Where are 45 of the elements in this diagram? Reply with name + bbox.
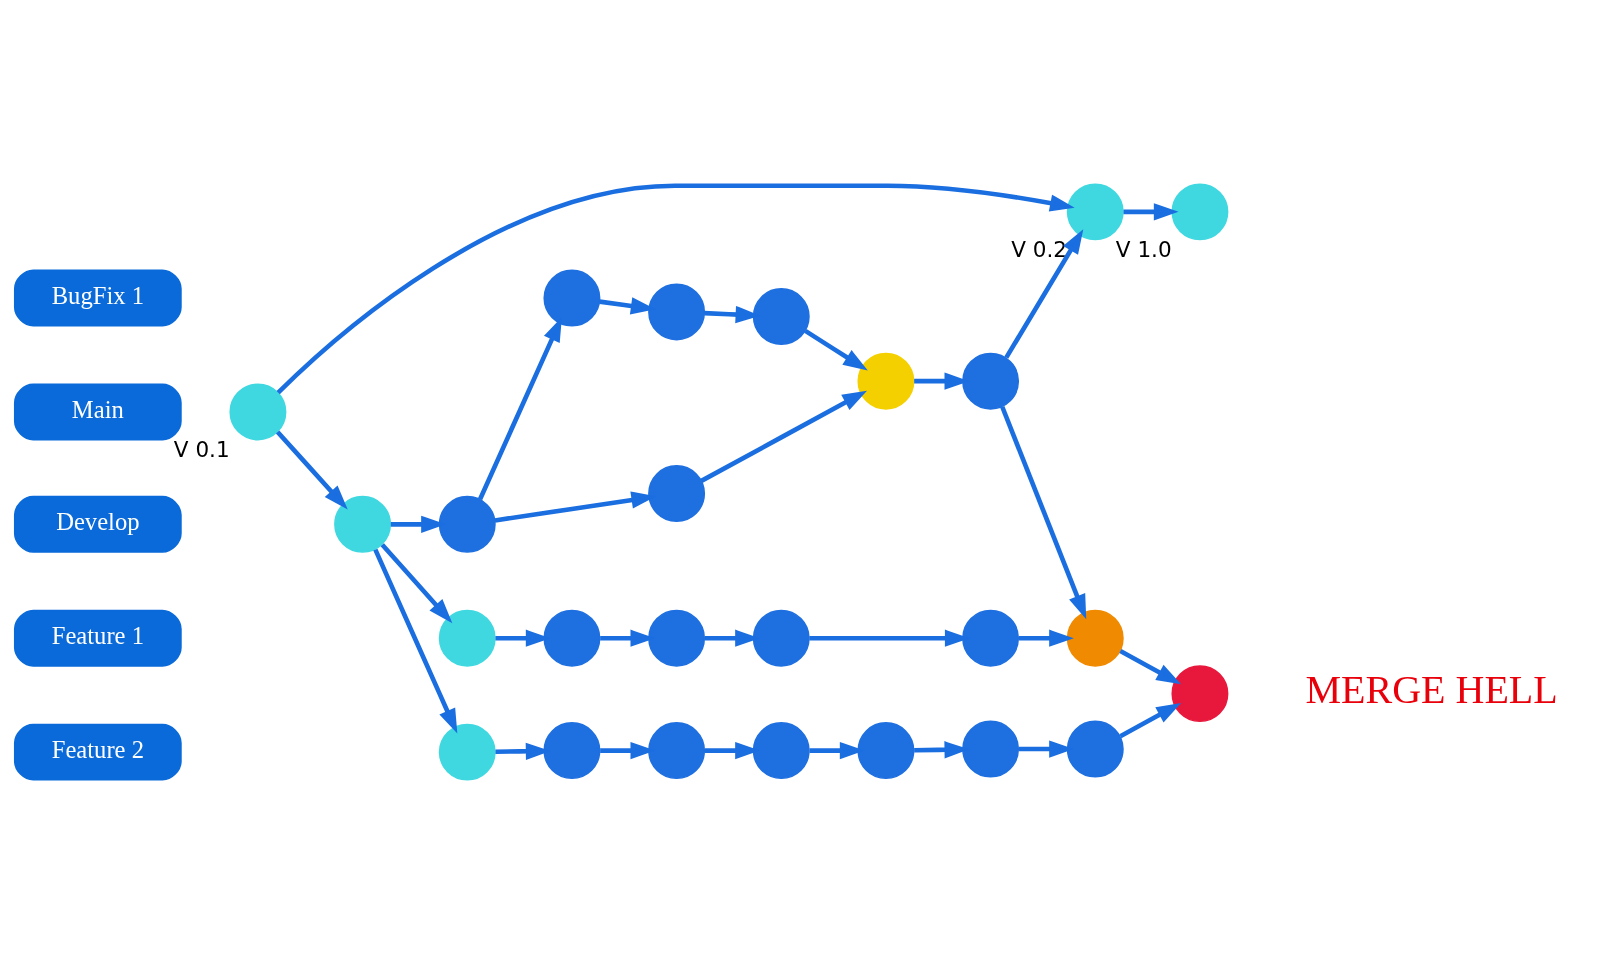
- node-circle: [648, 465, 706, 522]
- arrow: [1000, 405, 1087, 620]
- node-circle: [334, 495, 392, 553]
- node-circle: [857, 722, 915, 780]
- node-circle: [648, 283, 706, 341]
- node-circle: [752, 722, 810, 780]
- node-circle: [648, 722, 706, 780]
- node-circle: [438, 609, 496, 667]
- node-circle: [857, 352, 915, 410]
- node-box: BugFix 1: [13, 269, 182, 327]
- arrow: [1123, 203, 1179, 221]
- node-box: Develop: [13, 495, 182, 553]
- arrow: [276, 183, 1075, 395]
- arrow: [1119, 649, 1182, 685]
- node-box: Feature 2: [13, 723, 182, 781]
- node-circle: [1066, 183, 1124, 241]
- node-label: V 0.2: [1011, 236, 1067, 262]
- node-circle: [1066, 720, 1124, 778]
- node-circle: [438, 495, 496, 553]
- arrow: [373, 548, 458, 734]
- node-circle: [229, 383, 287, 441]
- node-box: Main: [13, 383, 182, 441]
- node-circle: [962, 352, 1020, 410]
- node-circle: [752, 609, 810, 667]
- node-circle: [648, 609, 706, 667]
- arrow: [1004, 229, 1084, 359]
- node-circle: [1171, 665, 1229, 723]
- arrow: [804, 328, 868, 371]
- node-circle: [752, 288, 810, 345]
- node-circle: [962, 609, 1020, 667]
- node-circle: [438, 723, 496, 781]
- node-circle: [543, 722, 601, 780]
- arrow: [275, 430, 348, 510]
- node-circle: [543, 609, 601, 667]
- node-circle: [543, 269, 601, 327]
- node-label: V 1.0: [1115, 236, 1172, 262]
- arrow: [380, 543, 453, 624]
- arrow: [1119, 703, 1182, 739]
- label: MERGE HELL: [1305, 667, 1558, 713]
- node-box: Feature 1: [13, 609, 182, 667]
- arrow: [700, 390, 868, 483]
- arrow: [1018, 629, 1074, 647]
- node-circle: [1171, 183, 1229, 241]
- node-circle: [962, 720, 1020, 778]
- node-circle: [1066, 609, 1124, 667]
